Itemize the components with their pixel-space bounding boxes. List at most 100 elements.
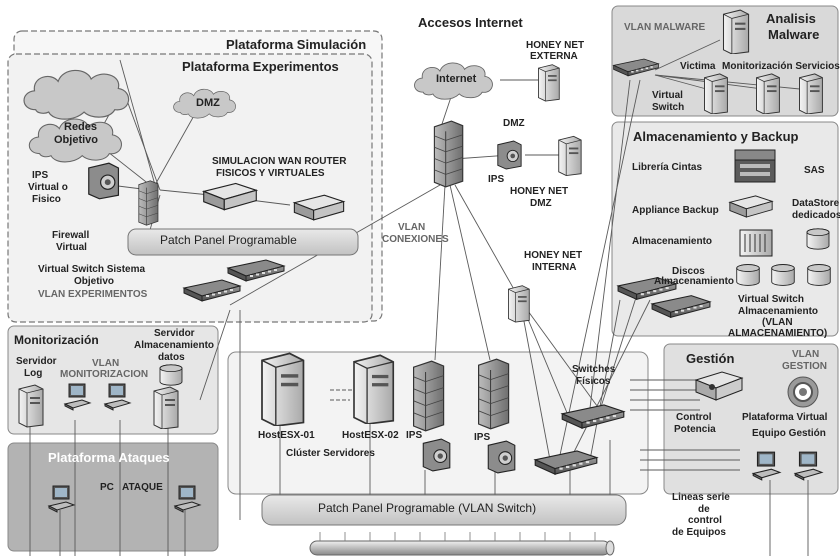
plataforma-virtual-label: Plataforma Virtual bbox=[742, 412, 828, 423]
vs-sistema-label-1: Virtual Switch Sistema bbox=[38, 264, 146, 275]
storage-array-icon bbox=[739, 229, 773, 257]
firewall-icon bbox=[138, 180, 159, 226]
firewall-virtual-label-2: Virtual bbox=[56, 242, 87, 253]
vs-alm-label-2: Almacenamiento bbox=[738, 306, 819, 317]
almacenamiento-title: Almacenamiento y Backup bbox=[633, 129, 799, 144]
redes-label: Redes bbox=[64, 121, 98, 133]
cluster-label: Clúster Servidores bbox=[286, 448, 375, 459]
servidor-alm-label-1: Servidor bbox=[154, 328, 195, 339]
almacenamiento-panel bbox=[611, 121, 839, 337]
plataforma-ataques-title: Plataforma Ataques bbox=[48, 450, 170, 465]
monitorizacion-title: Monitorización bbox=[14, 333, 99, 347]
ips-virtual-label-1: IPS bbox=[32, 170, 49, 181]
gestion-title: Gestión bbox=[686, 351, 735, 366]
ips-icon bbox=[422, 438, 451, 472]
vlan-monitorizacion-label-2: MONITORIZACION bbox=[60, 369, 149, 380]
datastore-label-1: DataStore bbox=[792, 198, 840, 209]
objetivo-label: Objetivo bbox=[54, 134, 99, 146]
power-control-icon bbox=[694, 371, 744, 401]
analisis-malware-title-1: Analisis bbox=[766, 11, 816, 26]
vlan-gestion-label-1: VLAN bbox=[792, 349, 820, 360]
ips-icon bbox=[487, 440, 516, 474]
sas-label: SAS bbox=[804, 165, 825, 176]
firewall-icon bbox=[477, 358, 510, 430]
discos-label-2: Almacenamiento bbox=[654, 276, 735, 287]
vlan-monitorizacion-label-1: VLAN bbox=[92, 358, 120, 369]
server-icon bbox=[537, 64, 560, 102]
libreria-cintas-label: Librería Cintas bbox=[632, 162, 703, 173]
virtual-switch-label-2: Switch bbox=[652, 102, 685, 113]
lineas-label-4: de Equipos bbox=[672, 527, 726, 538]
disk-icon bbox=[806, 228, 830, 250]
analisis-malware-panel bbox=[611, 5, 839, 117]
sim-wan-label-1: SIMULACION WAN ROUTER bbox=[212, 156, 347, 167]
server-icon bbox=[261, 352, 305, 426]
virtual-switch-label-1: Virtual bbox=[652, 90, 683, 101]
host-esx-01-label: HostESX-01 bbox=[258, 430, 315, 441]
honey-interna-label-2: INTERNA bbox=[532, 262, 577, 273]
patch-panel-bottom-label: Patch Panel Programable (VLAN Switch) bbox=[318, 501, 537, 515]
servidor-alm-label-2: Almacenamiento bbox=[134, 340, 215, 351]
appliance-backup-label: Appliance Backup bbox=[632, 205, 719, 216]
control-potencia-label-2: Potencia bbox=[674, 424, 716, 435]
host-esx-02-label: HostESX-02 bbox=[342, 430, 399, 441]
vlan-conexiones-label-2: CONEXIONES bbox=[382, 234, 449, 245]
internet-label: Internet bbox=[436, 73, 477, 85]
datastore-label-2: dedicados bbox=[792, 210, 840, 221]
equipo-gestion-label: Equipo Gestión bbox=[752, 428, 826, 439]
plataforma-simulacion-title: Plataforma Simulación bbox=[226, 37, 367, 52]
ips-icon bbox=[497, 140, 522, 170]
servidor-alm-label-3: datos bbox=[158, 352, 185, 363]
accesos-internet-title: Accesos Internet bbox=[418, 15, 523, 30]
firewall-icon bbox=[412, 360, 445, 432]
pc-ataque-label-1: PC bbox=[100, 482, 114, 493]
switches-label-1: Switches bbox=[572, 364, 616, 375]
server-icon bbox=[704, 73, 728, 114]
lineas-label-2: de bbox=[698, 504, 710, 515]
server-icon bbox=[353, 354, 395, 424]
server-icon bbox=[799, 73, 823, 114]
server-icon bbox=[507, 285, 530, 323]
disk-icon bbox=[771, 264, 795, 286]
patch-panel-bottom bbox=[261, 494, 627, 526]
server-icon bbox=[18, 384, 44, 428]
control-potencia-label-1: Control bbox=[676, 412, 712, 423]
dmz-center-label: DMZ bbox=[503, 118, 525, 129]
switches-label-2: Físicos bbox=[576, 376, 611, 387]
vlan-conexiones-label-1: VLAN bbox=[398, 222, 426, 233]
honey-dmz-label-1: HONEY NET bbox=[510, 186, 569, 197]
server-icon bbox=[756, 73, 780, 114]
server-icon bbox=[153, 386, 179, 429]
plataforma-experimentos-title: Plataforma Experimentos bbox=[182, 59, 339, 74]
server-icon bbox=[722, 9, 750, 54]
honey-interna-label-1: HONEY NET bbox=[524, 250, 583, 261]
disk-icon bbox=[736, 264, 760, 286]
analisis-malware-title-2: Malware bbox=[768, 27, 820, 42]
ips-b-label: IPS bbox=[474, 432, 491, 443]
honey-externa-label-1: HONEY NET bbox=[526, 40, 585, 51]
vlan-experimentos-label: VLAN EXPERIMENTOS bbox=[38, 289, 148, 300]
pc-ataque-label-2: ATAQUE bbox=[122, 482, 163, 493]
firewall-virtual-label-1: Firewall bbox=[52, 230, 90, 241]
ips-virtual-label-3: Fisico bbox=[32, 194, 61, 205]
vs-alm-label-3: (VLAN bbox=[762, 317, 793, 328]
vs-sistema-label-2: Objetivo bbox=[74, 276, 115, 287]
sim-wan-label-2: FISICOS Y VIRTUALES bbox=[216, 168, 325, 179]
ips-icon bbox=[88, 162, 120, 200]
vlan-gestion-label-2: GESTION bbox=[782, 361, 828, 372]
tape-library-icon bbox=[734, 149, 776, 183]
lineas-label-3: control bbox=[688, 515, 722, 526]
honey-externa-label-2: EXTERNA bbox=[530, 51, 578, 62]
almacenamiento-label: Almacenamiento bbox=[632, 236, 713, 247]
disk-icon bbox=[807, 264, 831, 286]
patch-panel-top bbox=[127, 228, 359, 256]
disk-icon bbox=[159, 364, 183, 386]
vs-alm-label-1: Virtual Switch bbox=[738, 294, 804, 305]
firewall-icon bbox=[433, 120, 464, 188]
gear-icon bbox=[787, 376, 819, 408]
backbone-bus bbox=[309, 532, 615, 556]
connection-lines bbox=[29, 39, 811, 556]
ips-center-label: IPS bbox=[488, 174, 505, 185]
